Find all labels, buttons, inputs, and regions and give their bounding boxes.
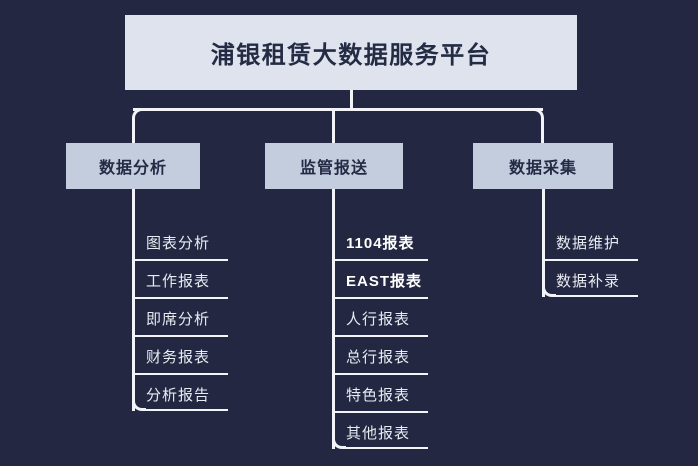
connector-spine-end-column-3 xyxy=(542,285,556,297)
leaf-item[interactable]: 1104报表 xyxy=(346,235,415,252)
leaf-item[interactable]: 工作报表 xyxy=(146,273,211,290)
leaf-underline xyxy=(332,373,428,375)
connector-elbow-branch-3 xyxy=(530,108,544,145)
leaf-underline xyxy=(332,297,428,299)
leaf-item[interactable]: EAST报表 xyxy=(346,273,423,290)
connector-spine-end-column-1 xyxy=(132,399,146,411)
leaf-underline xyxy=(344,447,428,449)
leaf-item[interactable]: 分析报告 xyxy=(146,387,211,404)
leaf-item[interactable]: 人行报表 xyxy=(346,311,411,328)
connector-spine-column-1 xyxy=(132,189,135,411)
leaf-item[interactable]: 特色报表 xyxy=(346,387,411,404)
leaf-item[interactable]: 图表分析 xyxy=(146,235,211,252)
root-node-platform[interactable]: 浦银租赁大数据服务平台 xyxy=(125,15,577,90)
leaf-item[interactable]: 数据补录 xyxy=(556,273,621,290)
leaf-item[interactable]: 其他报表 xyxy=(346,425,411,442)
connector-elbow-branch-1 xyxy=(132,108,146,145)
connector-spine-end-column-2 xyxy=(332,437,346,449)
leaf-underline xyxy=(554,295,638,297)
leaf-underline xyxy=(542,259,638,261)
branch-node-regulatory-reporting[interactable]: 监管报送 xyxy=(265,143,403,189)
branch-node-data-collection[interactable]: 数据采集 xyxy=(473,143,613,189)
connector-root-stem xyxy=(350,90,353,109)
branch-node-data-analysis[interactable]: 数据分析 xyxy=(66,143,200,189)
leaf-underline xyxy=(332,335,428,337)
connector-root-bus xyxy=(133,108,543,111)
leaf-underline xyxy=(332,259,428,261)
connector-spine-column-3 xyxy=(542,189,545,297)
leaf-item[interactable]: 财务报表 xyxy=(146,349,211,366)
connector-spine-column-2 xyxy=(332,189,335,449)
leaf-underline xyxy=(132,259,228,261)
leaf-underline xyxy=(332,411,428,413)
leaf-item[interactable]: 数据维护 xyxy=(556,235,621,252)
leaf-underline xyxy=(132,373,228,375)
connector-drop-branch-2 xyxy=(332,108,335,145)
leaf-item[interactable]: 即席分析 xyxy=(146,311,211,328)
leaf-item[interactable]: 总行报表 xyxy=(346,349,411,366)
leaf-underline xyxy=(132,335,228,337)
leaf-underline xyxy=(144,409,228,411)
leaf-underline xyxy=(132,297,228,299)
